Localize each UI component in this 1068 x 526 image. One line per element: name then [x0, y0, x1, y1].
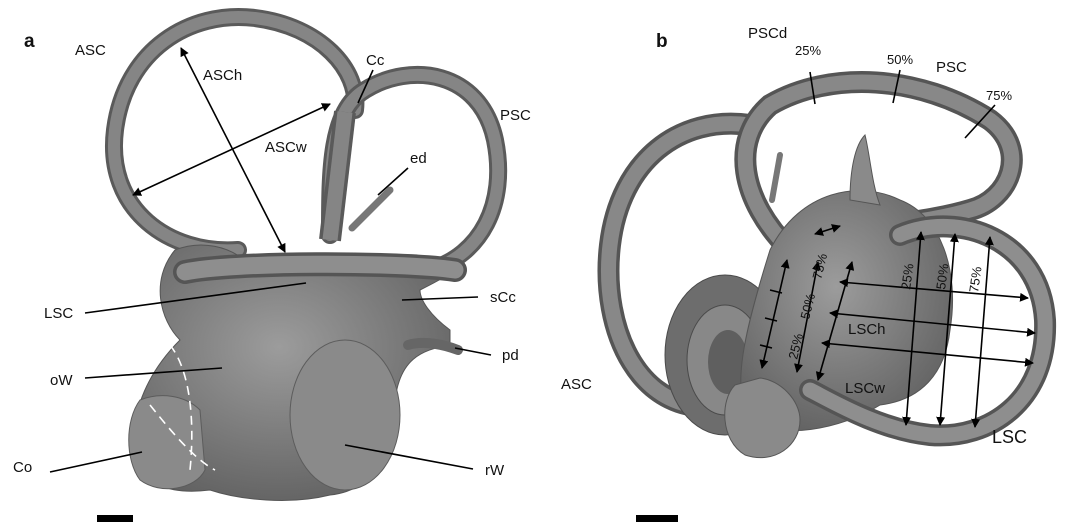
label-a-ed: ed — [410, 150, 427, 167]
label-b-lsch-75: 75% — [966, 265, 985, 293]
label-b-asc: ASC — [561, 376, 592, 393]
panel-b: b PSCd PSC 25% 50% 75% ASC LSCh LSCw LSC… — [561, 25, 1045, 522]
label-a-psc: PSC — [500, 107, 531, 124]
panel-a-specimen — [114, 17, 498, 500]
label-b-psc-75: 75% — [986, 88, 1012, 103]
label-a-asc: ASC — [75, 42, 106, 59]
label-a-rw: rW — [485, 462, 505, 479]
label-a-ow: oW — [50, 372, 73, 389]
label-b-lsch: LSCh — [848, 321, 886, 338]
co-leader — [50, 452, 142, 472]
label-a-asch: ASCh — [203, 67, 242, 84]
panel-b-letter: b — [656, 31, 668, 52]
label-b-lsc: LSC — [992, 427, 1027, 447]
label-b-psc-25: 25% — [795, 43, 821, 58]
scale-bar-b — [636, 515, 678, 522]
label-b-psc: PSC — [936, 59, 967, 76]
label-a-pd: pd — [502, 347, 519, 364]
label-a-scc: sCc — [490, 289, 516, 306]
label-a-ascw: ASCw — [265, 139, 307, 156]
label-b-lscw: LSCw — [845, 380, 885, 397]
label-a-lsc: LSC — [44, 305, 73, 322]
label-a-co: Co — [13, 459, 32, 476]
panel-a: a ASC ASCh ASCw Cc PSC ed LSC sCc oW pd … — [13, 17, 531, 522]
label-a-cc: Cc — [366, 52, 385, 69]
label-b-pscd: PSCd — [748, 25, 787, 42]
scale-bar-a — [97, 515, 133, 522]
label-b-psc-50: 50% — [887, 52, 913, 67]
panel-a-letter: a — [24, 31, 35, 52]
lsch-arrow-75 — [975, 237, 990, 427]
